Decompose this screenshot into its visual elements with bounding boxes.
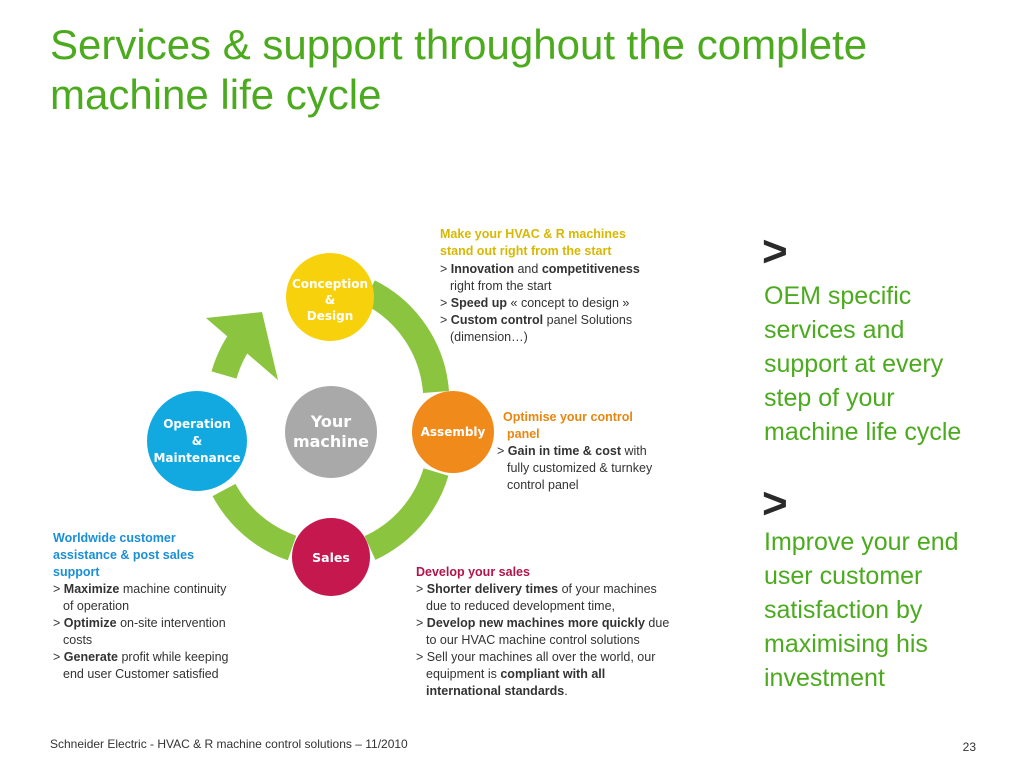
assembly-item-1-cont2: control panel [507, 478, 579, 492]
conception-item-1-cont: right from the start [450, 279, 552, 293]
center-label-line2: machine [293, 432, 369, 451]
conception-circle [286, 253, 374, 341]
sales-item-1: > Shorter delivery times of your machine… [416, 582, 657, 596]
conception-text-block: Make your HVAC & R machines stand out ri… [440, 226, 700, 346]
page-number: 23 [962, 740, 976, 754]
arc-conception-to-assembly [362, 280, 449, 394]
operation-heading-1: Worldwide customer [53, 531, 176, 545]
conception-heading-2: stand out right from the start [440, 244, 612, 258]
operation-item-1: > Maximize machine continuity [53, 582, 227, 596]
conception-item-3-cont: (dimension…) [450, 330, 528, 344]
sales-item-2-cont: to our HVAC machine control solutions [426, 633, 640, 647]
conception-item-3: > Custom control panel Solutions [440, 313, 633, 327]
operation-heading-3: support [53, 565, 100, 579]
conception-label-line3: Design [307, 309, 354, 323]
sales-item-3: > Sell your machines all over the world,… [416, 650, 656, 664]
conception-label-line1: Conception [292, 277, 368, 291]
sales-item-2: > Develop new machines more quickly due [416, 616, 670, 630]
assembly-item-1-cont: fully customized & turnkey [507, 461, 653, 475]
assembly-label: Assembly [421, 425, 486, 439]
operation-label-line3: Maintenance [153, 451, 240, 465]
chevron-right-icon: > [762, 479, 788, 528]
arc-sales-to-operation [212, 483, 297, 561]
center-label-line1: Your [310, 412, 352, 431]
chevron-right-icon: > [762, 227, 788, 276]
slide-title: Services & support throughout the comple… [50, 21, 868, 118]
bullet: > [440, 262, 448, 276]
operation-label-line1: Operation [163, 417, 231, 431]
operation-item-3-cont: end user Customer satisfied [63, 667, 219, 681]
center-circle [285, 386, 377, 478]
arc-assembly-to-sales [364, 467, 449, 560]
operation-item-3: > Generate profit while keeping [53, 650, 229, 664]
conception-label-line2: & [325, 293, 335, 307]
sales-item-3-cont2: international standards. [426, 684, 568, 698]
conception-item-1: > Innovation and competitiveness [440, 262, 640, 276]
operation-text-block: Worldwide customer assistance & post sal… [53, 530, 263, 683]
side-statement-2: Improve your end user customer satisfact… [764, 528, 959, 692]
operation-circle [147, 391, 247, 491]
sales-circle [292, 518, 370, 596]
operation-item-1-cont: of operation [63, 599, 130, 613]
side-statement-1: OEM specific services and support at eve… [764, 282, 962, 446]
sales-label: Sales [312, 550, 350, 565]
sales-item-3-cont: equipment is compliant with all [426, 667, 606, 681]
operation-label-line2: & [192, 434, 202, 448]
operation-item-2: > Optimize on-site intervention [53, 616, 226, 630]
assembly-heading-1: Optimise your control [503, 410, 633, 424]
sales-item-1-cont: due to reduced development time, [426, 599, 616, 613]
footer-text: Schneider Electric - HVAC & R machine co… [50, 737, 408, 751]
conception-item-2: > Speed up « concept to design » [440, 296, 630, 310]
operation-heading-2: assistance & post sales [53, 548, 195, 562]
assembly-heading-2: panel [507, 427, 540, 441]
assembly-item-1: > Gain in time & cost with [497, 444, 647, 458]
assembly-text-block: Optimise your control panel > Gain in ti… [497, 409, 697, 494]
sales-heading: Develop your sales [416, 565, 530, 579]
conception-heading-1: Make your HVAC & R machines [440, 227, 626, 241]
sales-text-block: Develop your sales > Shorter delivery ti… [416, 564, 716, 700]
cycle-arrow-head [206, 312, 278, 380]
assembly-circle [412, 391, 494, 473]
operation-item-2-cont: costs [63, 633, 93, 647]
